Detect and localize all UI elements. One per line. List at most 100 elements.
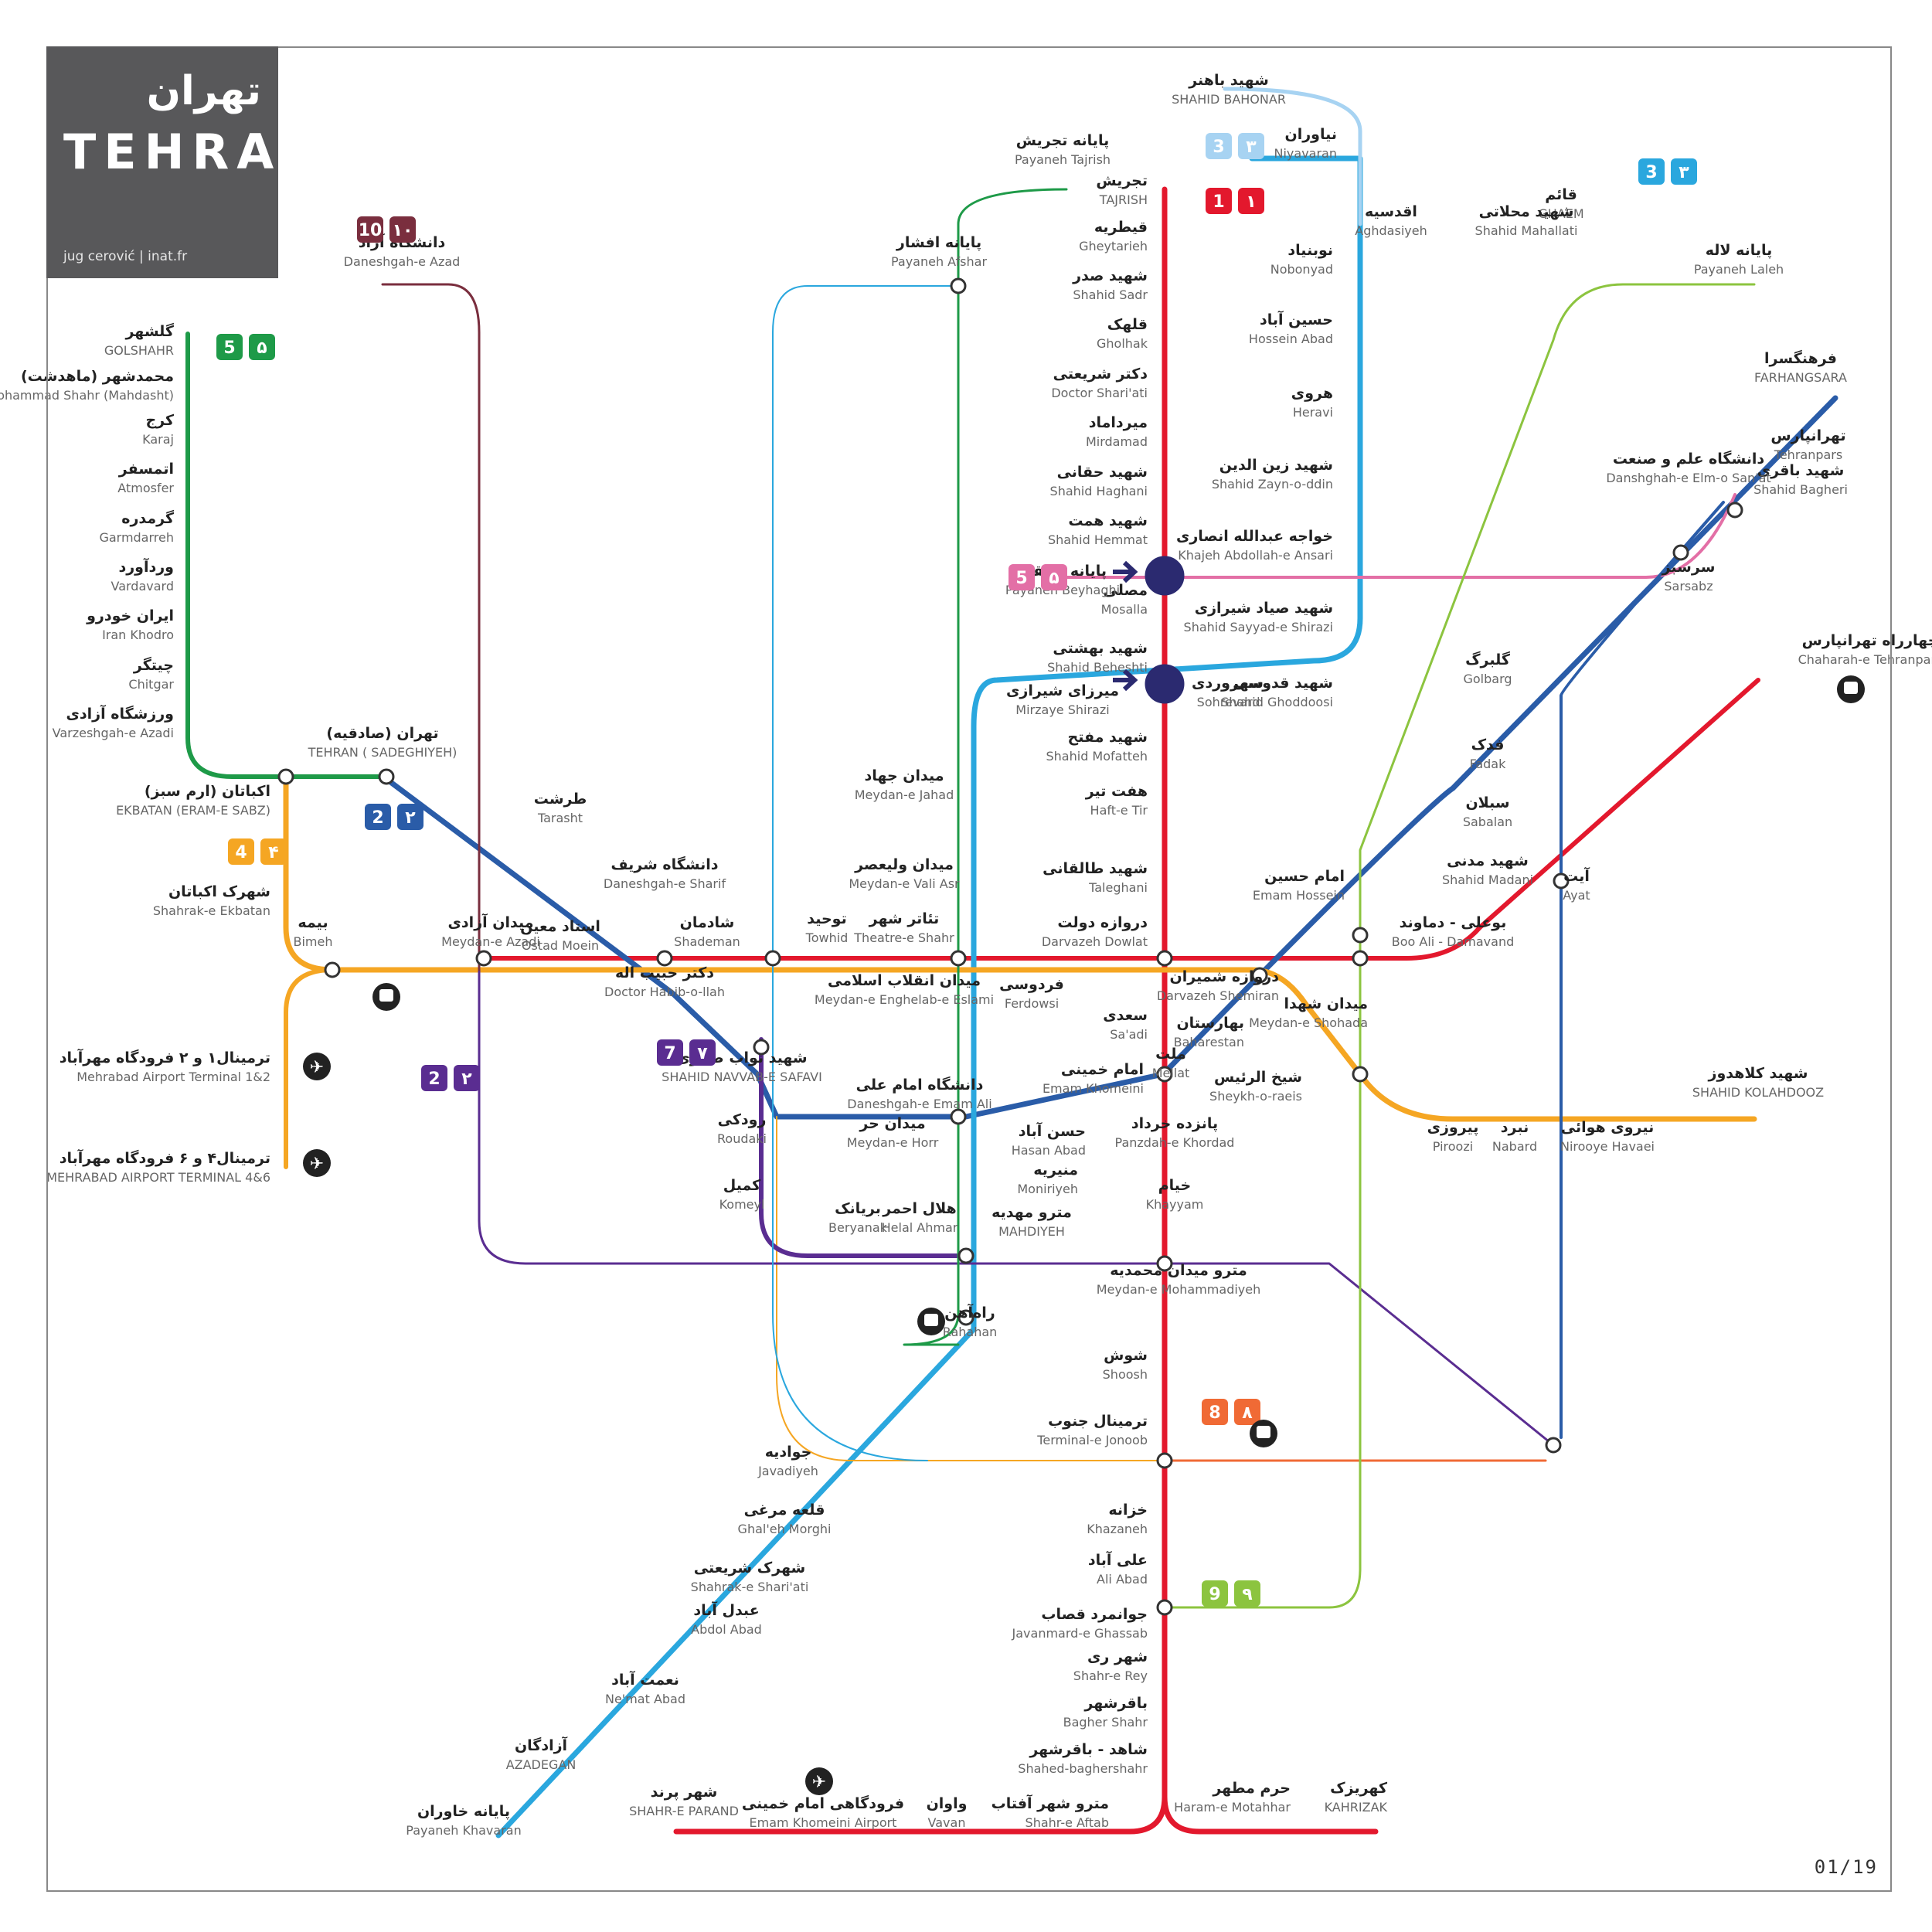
station-label-fa: تئاتر شهر: [869, 910, 940, 927]
line-badge-number: 2: [372, 808, 383, 828]
station-label-fa: میدان آزادی: [448, 913, 534, 931]
line-badge-number-fa: ۳: [1246, 138, 1257, 157]
station-label-en: Doctor Shari'ati: [1051, 386, 1148, 400]
station-label-fa: ترمینال۴ و ۶ فرودگاه مهرآباد: [60, 1148, 270, 1167]
station-label-en: Abdol Abad: [691, 1622, 762, 1637]
line-badge-number: 3: [1645, 163, 1657, 182]
station-label-fa: دروازه دولت: [1057, 914, 1148, 931]
station-label-fa: شهید مدنی: [1447, 852, 1529, 869]
station-label-fa: دانشگاه شریف: [611, 855, 718, 873]
station-label-fa: قلعه مرغی: [744, 1502, 825, 1519]
station-label-en: Shahid Madani: [1442, 872, 1533, 887]
line-badge-box-fa: [397, 804, 423, 830]
station-label-fa: سعدی: [1103, 1007, 1148, 1024]
map-code: 01/19: [1814, 1856, 1878, 1878]
station-label-fa: ایران خودرو: [86, 607, 174, 624]
station-label-fa: جوادیه: [765, 1444, 812, 1461]
title-farsi: تهران: [146, 68, 261, 114]
station-label-en: SHAHID KOLAHDOOZ: [1692, 1085, 1824, 1100]
station-label-en: Sohrevardi: [1197, 695, 1264, 709]
station-marker: [957, 1309, 975, 1326]
station-label-fa: ترمینال جنوب: [1048, 1413, 1148, 1430]
station-label-en: Sarsabz: [1664, 579, 1713, 594]
station-label-fa: پایانه لاله: [1706, 242, 1773, 259]
line-badge-number-fa: ۲: [405, 808, 416, 828]
station-label-fa: شهید صیاد شیرازی: [1195, 600, 1333, 617]
station-label-fa: تجریش: [1096, 172, 1148, 189]
station-label-fa: اقدسیه: [1365, 203, 1417, 220]
station-label-en: Ali Abad: [1097, 1572, 1148, 1587]
station-label-en: Vardavard: [111, 579, 175, 594]
airplane-icon-glyph: ✈: [812, 1773, 826, 1792]
station-label-en: Karaj: [142, 432, 174, 447]
station-marker: [1672, 544, 1689, 561]
station-label-en: Atmosfer: [117, 481, 174, 495]
station-label-fa: راه‌آهن: [944, 1303, 995, 1321]
line-badge-box: [1206, 188, 1232, 214]
station-label-fa: شهید طالقانی: [1043, 860, 1148, 877]
station-label-fa: فردوسی: [999, 976, 1064, 993]
station-label-en: Shahid Hemmat: [1048, 532, 1148, 547]
station-label-fa: شهید محلاتی: [1479, 203, 1574, 220]
station-label-en: Shahid Ghoddoosi: [1221, 695, 1333, 709]
station-label-fa: پانزده خرداد: [1131, 1115, 1218, 1132]
station-label-en: Javanmard-e Ghassab: [1012, 1626, 1148, 1641]
line-badge-number: 4: [235, 843, 247, 862]
station-label-en: Taleghani: [1088, 880, 1148, 895]
station-label-en: Komeyl: [719, 1197, 765, 1212]
station-label-en: Khayyam: [1146, 1197, 1204, 1212]
line-badge-number-fa: ۳: [1679, 163, 1689, 182]
station-label-fa: بهارستان: [1176, 1015, 1244, 1032]
station-label-fa: طرشت: [534, 791, 587, 808]
station-marker: [1545, 1437, 1562, 1454]
station-label-fa: ترمینال۱ و ۲ فرودگاه مهرآباد: [60, 1048, 270, 1066]
station-marker: [378, 768, 395, 785]
station-label-fa: شهید بهشتی: [1053, 640, 1148, 657]
line-badge-number: 2: [428, 1070, 440, 1089]
station-marker: [1726, 502, 1743, 519]
station-label-en: Daneshgah-e Emam Ali: [847, 1097, 992, 1111]
line-badge-box: [1638, 158, 1665, 185]
station-label-fa: پایانه افشار: [896, 234, 981, 251]
station-label-en: Heravi: [1293, 405, 1333, 420]
station-label-en: Baharestan: [1174, 1035, 1244, 1049]
metro-line-line5: [903, 188, 1068, 1346]
station-label-fa: خزانه: [1108, 1502, 1148, 1519]
station-label-fa: سهروردی: [1192, 675, 1264, 692]
station-label-fa: سبلان: [1465, 794, 1509, 811]
station-label-fa: وردآورد: [118, 557, 174, 576]
station-label-fa: علی آباد: [1088, 1550, 1148, 1569]
line-badge-box: [365, 804, 391, 830]
station-label-en: SHAHID BAHONAR: [1172, 92, 1286, 107]
station-label-en: Payaneh Laleh: [1694, 262, 1784, 277]
line-badge-number-fa: ۷: [697, 1044, 708, 1063]
station-label-en: Meydan-e Mohammadiyeh: [1097, 1282, 1261, 1297]
station-label-fa: استاد معین: [520, 918, 600, 935]
station-label-en: Vavan: [928, 1815, 966, 1830]
station-label-fa: حسن آباد: [1019, 1121, 1086, 1140]
station-label-en: Sabalan: [1463, 815, 1512, 829]
station-marker: [324, 961, 341, 978]
station-label-fa: واوان: [927, 1795, 968, 1812]
station-label-fa: نیروی هوائی: [1561, 1119, 1655, 1136]
station-label-fa: میرداماد: [1089, 414, 1148, 431]
metro-line-line1: [1162, 1794, 1379, 1835]
station-label-en: Shademan: [674, 934, 740, 949]
station-label-fa: آزادگان: [515, 1736, 568, 1754]
station-label-fa: هفت تیر: [1085, 783, 1148, 800]
station-label-fa: کرج: [145, 412, 175, 429]
station-label-en: Shoosh: [1103, 1367, 1148, 1382]
line-badge-box-fa: [249, 334, 275, 360]
station-label-fa: پایانه تجریش: [1016, 132, 1109, 149]
station-label-en: Fadak: [1470, 757, 1507, 771]
station-marker: [1145, 664, 1185, 704]
station-label-en: Mohammad Shahr (Mahdasht): [0, 388, 174, 403]
line-badge-box: [1009, 564, 1035, 590]
station-label-en: SHAHR-E PARAND: [629, 1804, 739, 1818]
line-badge-box-fa: [1238, 133, 1264, 159]
metro-line-line4: [284, 968, 335, 1169]
station-label-en: Hasan Abad: [1012, 1143, 1086, 1158]
station-label-fa: مترو شهر آفتاب: [992, 1794, 1109, 1812]
station-label-fa: شهید مفتح: [1068, 729, 1148, 746]
